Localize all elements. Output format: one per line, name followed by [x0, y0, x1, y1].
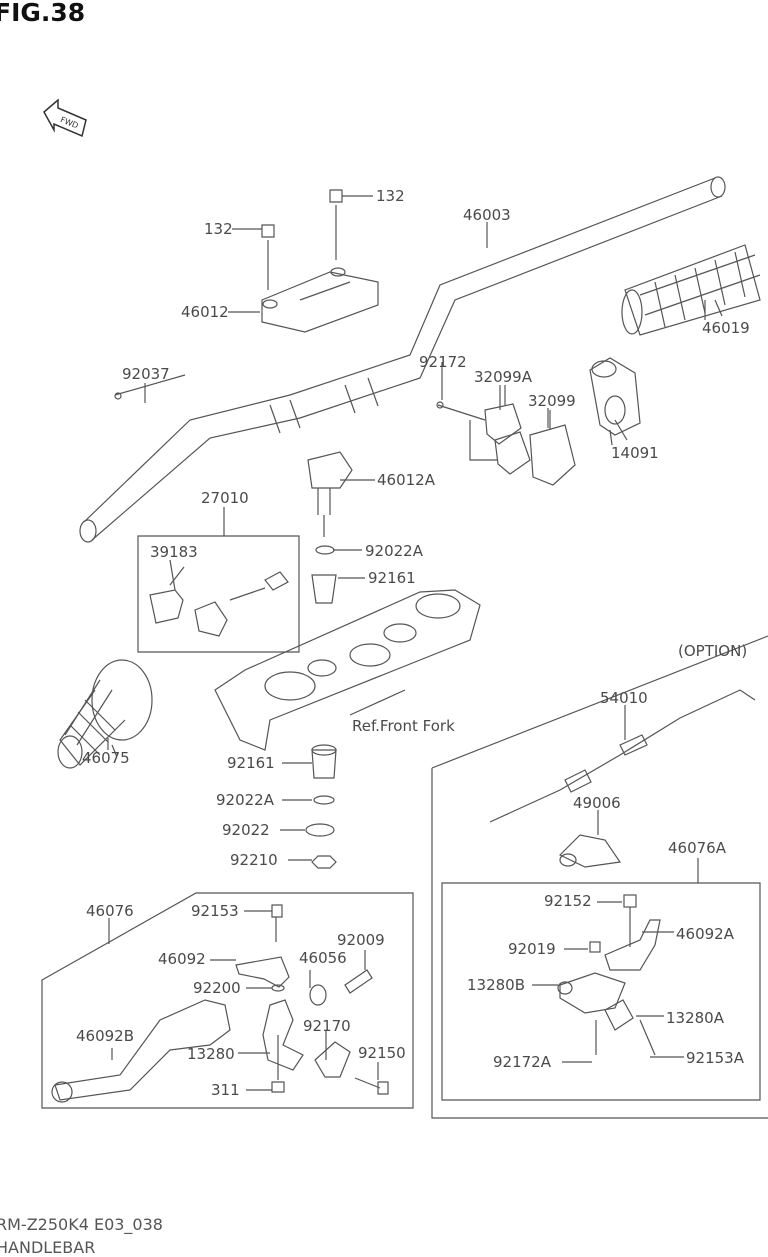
part-label: 92161: [227, 754, 275, 772]
lever-box-46076: [41, 892, 414, 1109]
part-label: 46092: [158, 950, 206, 968]
part-label: 27010: [201, 489, 249, 507]
ref-label: Ref.Front Fork: [352, 717, 455, 735]
triple-clamp: [214, 589, 481, 751]
kill-switch-27010: [137, 507, 300, 653]
part-label: 32099A: [474, 368, 532, 386]
part-label: 92022A: [365, 542, 423, 560]
part-label: 92152: [544, 892, 592, 910]
part-label: 46092B: [76, 1027, 135, 1045]
part-label: 92170: [303, 1017, 351, 1035]
footer-code: RM-Z250K4 E03_038: [0, 1215, 163, 1234]
part-label: 92153A: [686, 1049, 744, 1067]
option-label: (OPTION): [678, 642, 748, 660]
part-label: 132: [204, 220, 233, 238]
leader-lines: [111, 195, 723, 1091]
part-label: 92022: [222, 821, 270, 839]
part-label: 92150: [358, 1044, 406, 1062]
part-label: 132: [376, 187, 405, 205]
part-label: 92037: [122, 365, 170, 383]
part-label: 92210: [230, 851, 278, 869]
part-label: 92019: [508, 940, 556, 958]
part-label: 46075: [82, 749, 130, 767]
part-label: 46003: [463, 206, 511, 224]
part-label: 311: [211, 1081, 240, 1099]
throttle-32099: [436, 357, 641, 486]
figure-title: FIG.38: [0, 0, 86, 27]
part-label: 13280B: [467, 976, 526, 994]
part-label: 46092A: [676, 925, 734, 943]
part-label: 49006: [573, 794, 621, 812]
part-label: 92161: [368, 569, 416, 587]
part-label: 92172: [419, 353, 467, 371]
footer-name: HANDLEBAR: [0, 1238, 96, 1257]
holder-46012A: [305, 451, 353, 869]
part-label: 46076A: [668, 839, 726, 857]
part-label: 32099: [528, 392, 576, 410]
handlebar-46003: [79, 176, 726, 543]
part-label: 46076: [86, 902, 134, 920]
clutch-lever-option: [557, 894, 661, 1056]
part-label: 92153: [191, 902, 239, 920]
part-label: 46012A: [377, 471, 435, 489]
part-label: 13280: [187, 1045, 235, 1063]
part-label: 13280A: [666, 1009, 724, 1027]
option-box: [431, 635, 768, 1119]
part-label: 92009: [337, 931, 385, 949]
fwd-arrow-icon: FWD: [43, 98, 87, 138]
part-label: 92200: [193, 979, 241, 997]
part-label: 46012: [181, 303, 229, 321]
part-label: 14091: [611, 444, 659, 462]
part-label: 54010: [600, 689, 648, 707]
grip-46075: [57, 659, 153, 769]
handlebar-clamp-46012: [261, 189, 379, 333]
part-label: 92172A: [493, 1053, 551, 1071]
part-label: 46019: [702, 319, 750, 337]
part-label: 39183: [150, 543, 198, 561]
part-label: 46056: [299, 949, 347, 967]
part-label: 92022A: [216, 791, 274, 809]
grip-46019: [621, 244, 761, 336]
